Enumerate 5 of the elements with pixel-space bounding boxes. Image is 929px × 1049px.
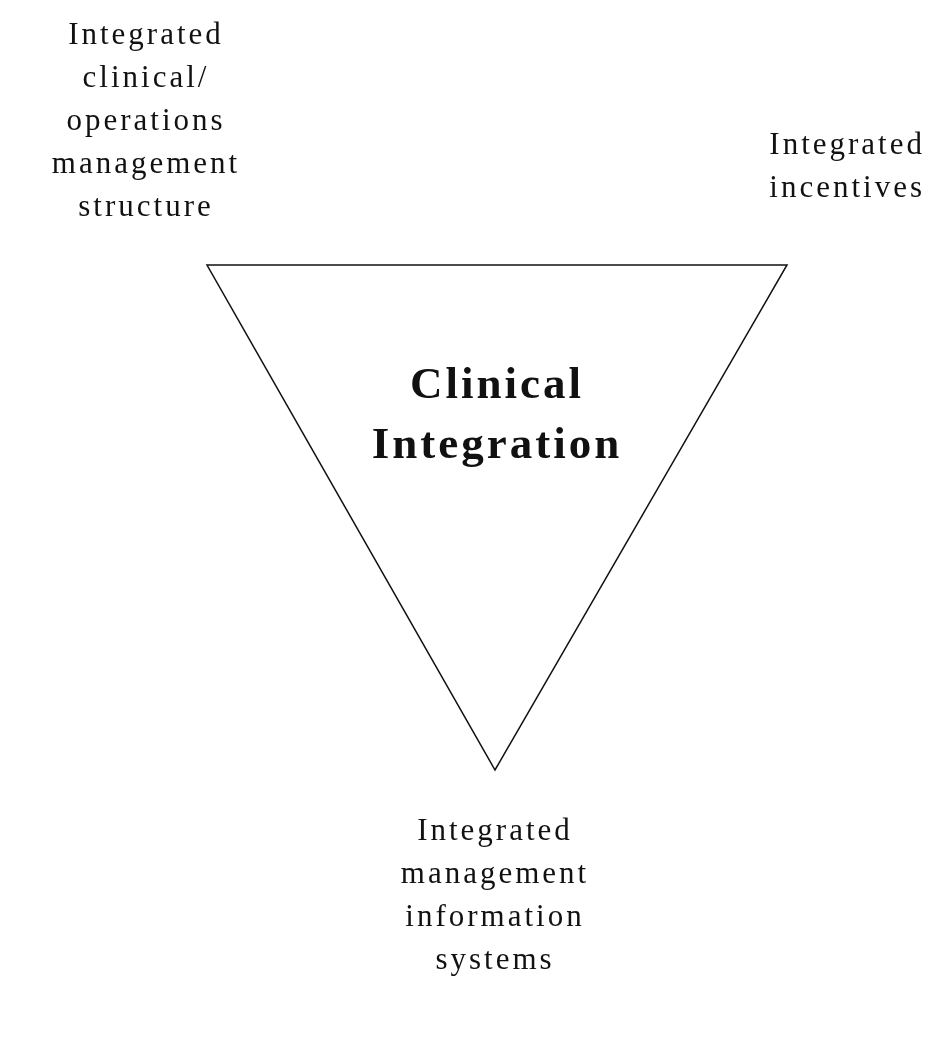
inverted-triangle: [205, 263, 789, 773]
triangle-title: Clinical Integration: [370, 357, 624, 470]
corner-label: Integrated management information systems: [399, 811, 591, 978]
corner-label: Integrated incentives: [768, 125, 925, 206]
corner-label: Integrated clinical/ operations management structure: [50, 15, 242, 225]
